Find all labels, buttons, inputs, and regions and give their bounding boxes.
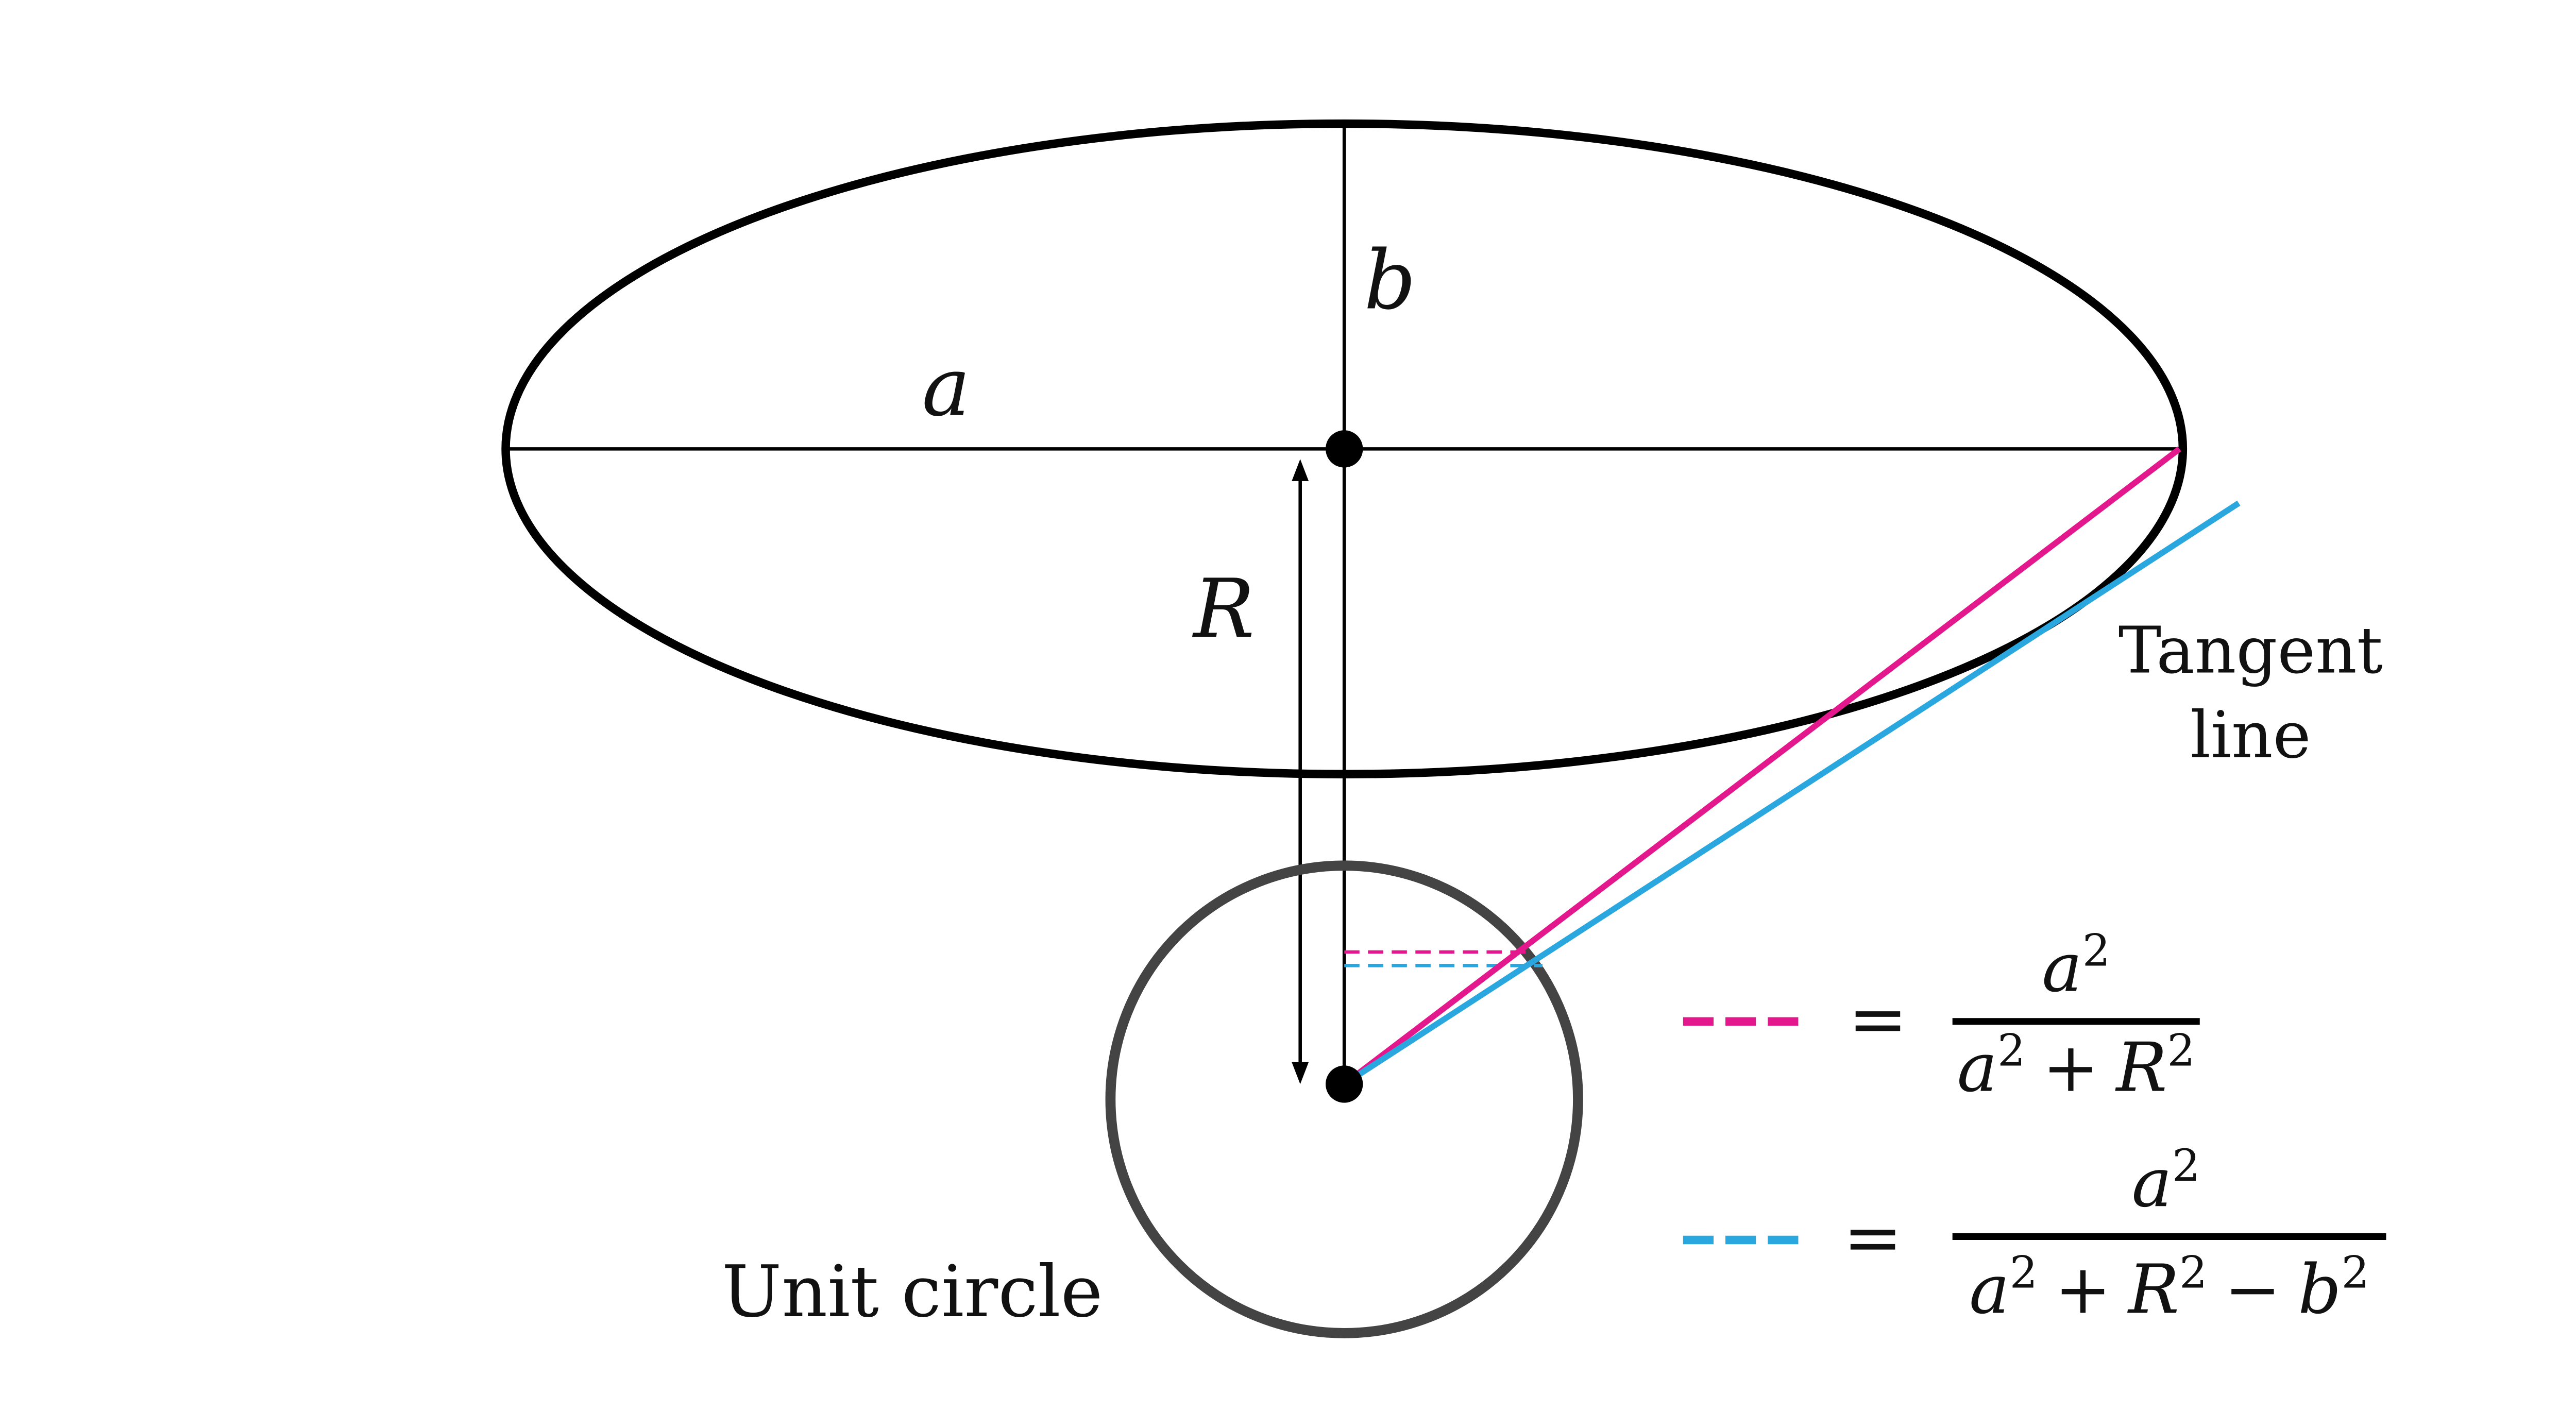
legend-cyan-denominator: a2+R2−b2 xyxy=(1969,1247,2369,1330)
label-r: R xyxy=(1192,562,1255,656)
ellipse-center-point xyxy=(1326,430,1363,468)
legend-cyan: = a2 a2+R2−b2 xyxy=(1683,1141,2386,1330)
legend-magenta-equals: = xyxy=(1848,978,1908,1061)
unit-circle-label: Unit circle xyxy=(722,1250,1103,1333)
tangent-line xyxy=(1343,500,2241,1087)
legend-magenta: = a2 a2+R2 xyxy=(1683,925,2200,1108)
unit-circle xyxy=(1105,860,1583,1338)
magenta-line xyxy=(1342,446,2181,1087)
legend-cyan-equals: = xyxy=(1843,1196,1903,1279)
arrowhead-up xyxy=(1292,459,1309,481)
legend-magenta-numerator: a2 xyxy=(2042,925,2110,1008)
tangent-line-label-2: line xyxy=(2190,698,2311,773)
tangent-line-label-1: Tangent xyxy=(2119,613,2383,688)
circle-center-point xyxy=(1326,1065,1363,1103)
label-b: b xyxy=(1364,233,1416,328)
legend-magenta-denominator: a2+R2 xyxy=(1957,1025,2195,1108)
label-a: a xyxy=(922,340,970,435)
legend-cyan-numerator: a2 xyxy=(2132,1141,2200,1223)
arrowhead-down xyxy=(1292,1062,1309,1084)
